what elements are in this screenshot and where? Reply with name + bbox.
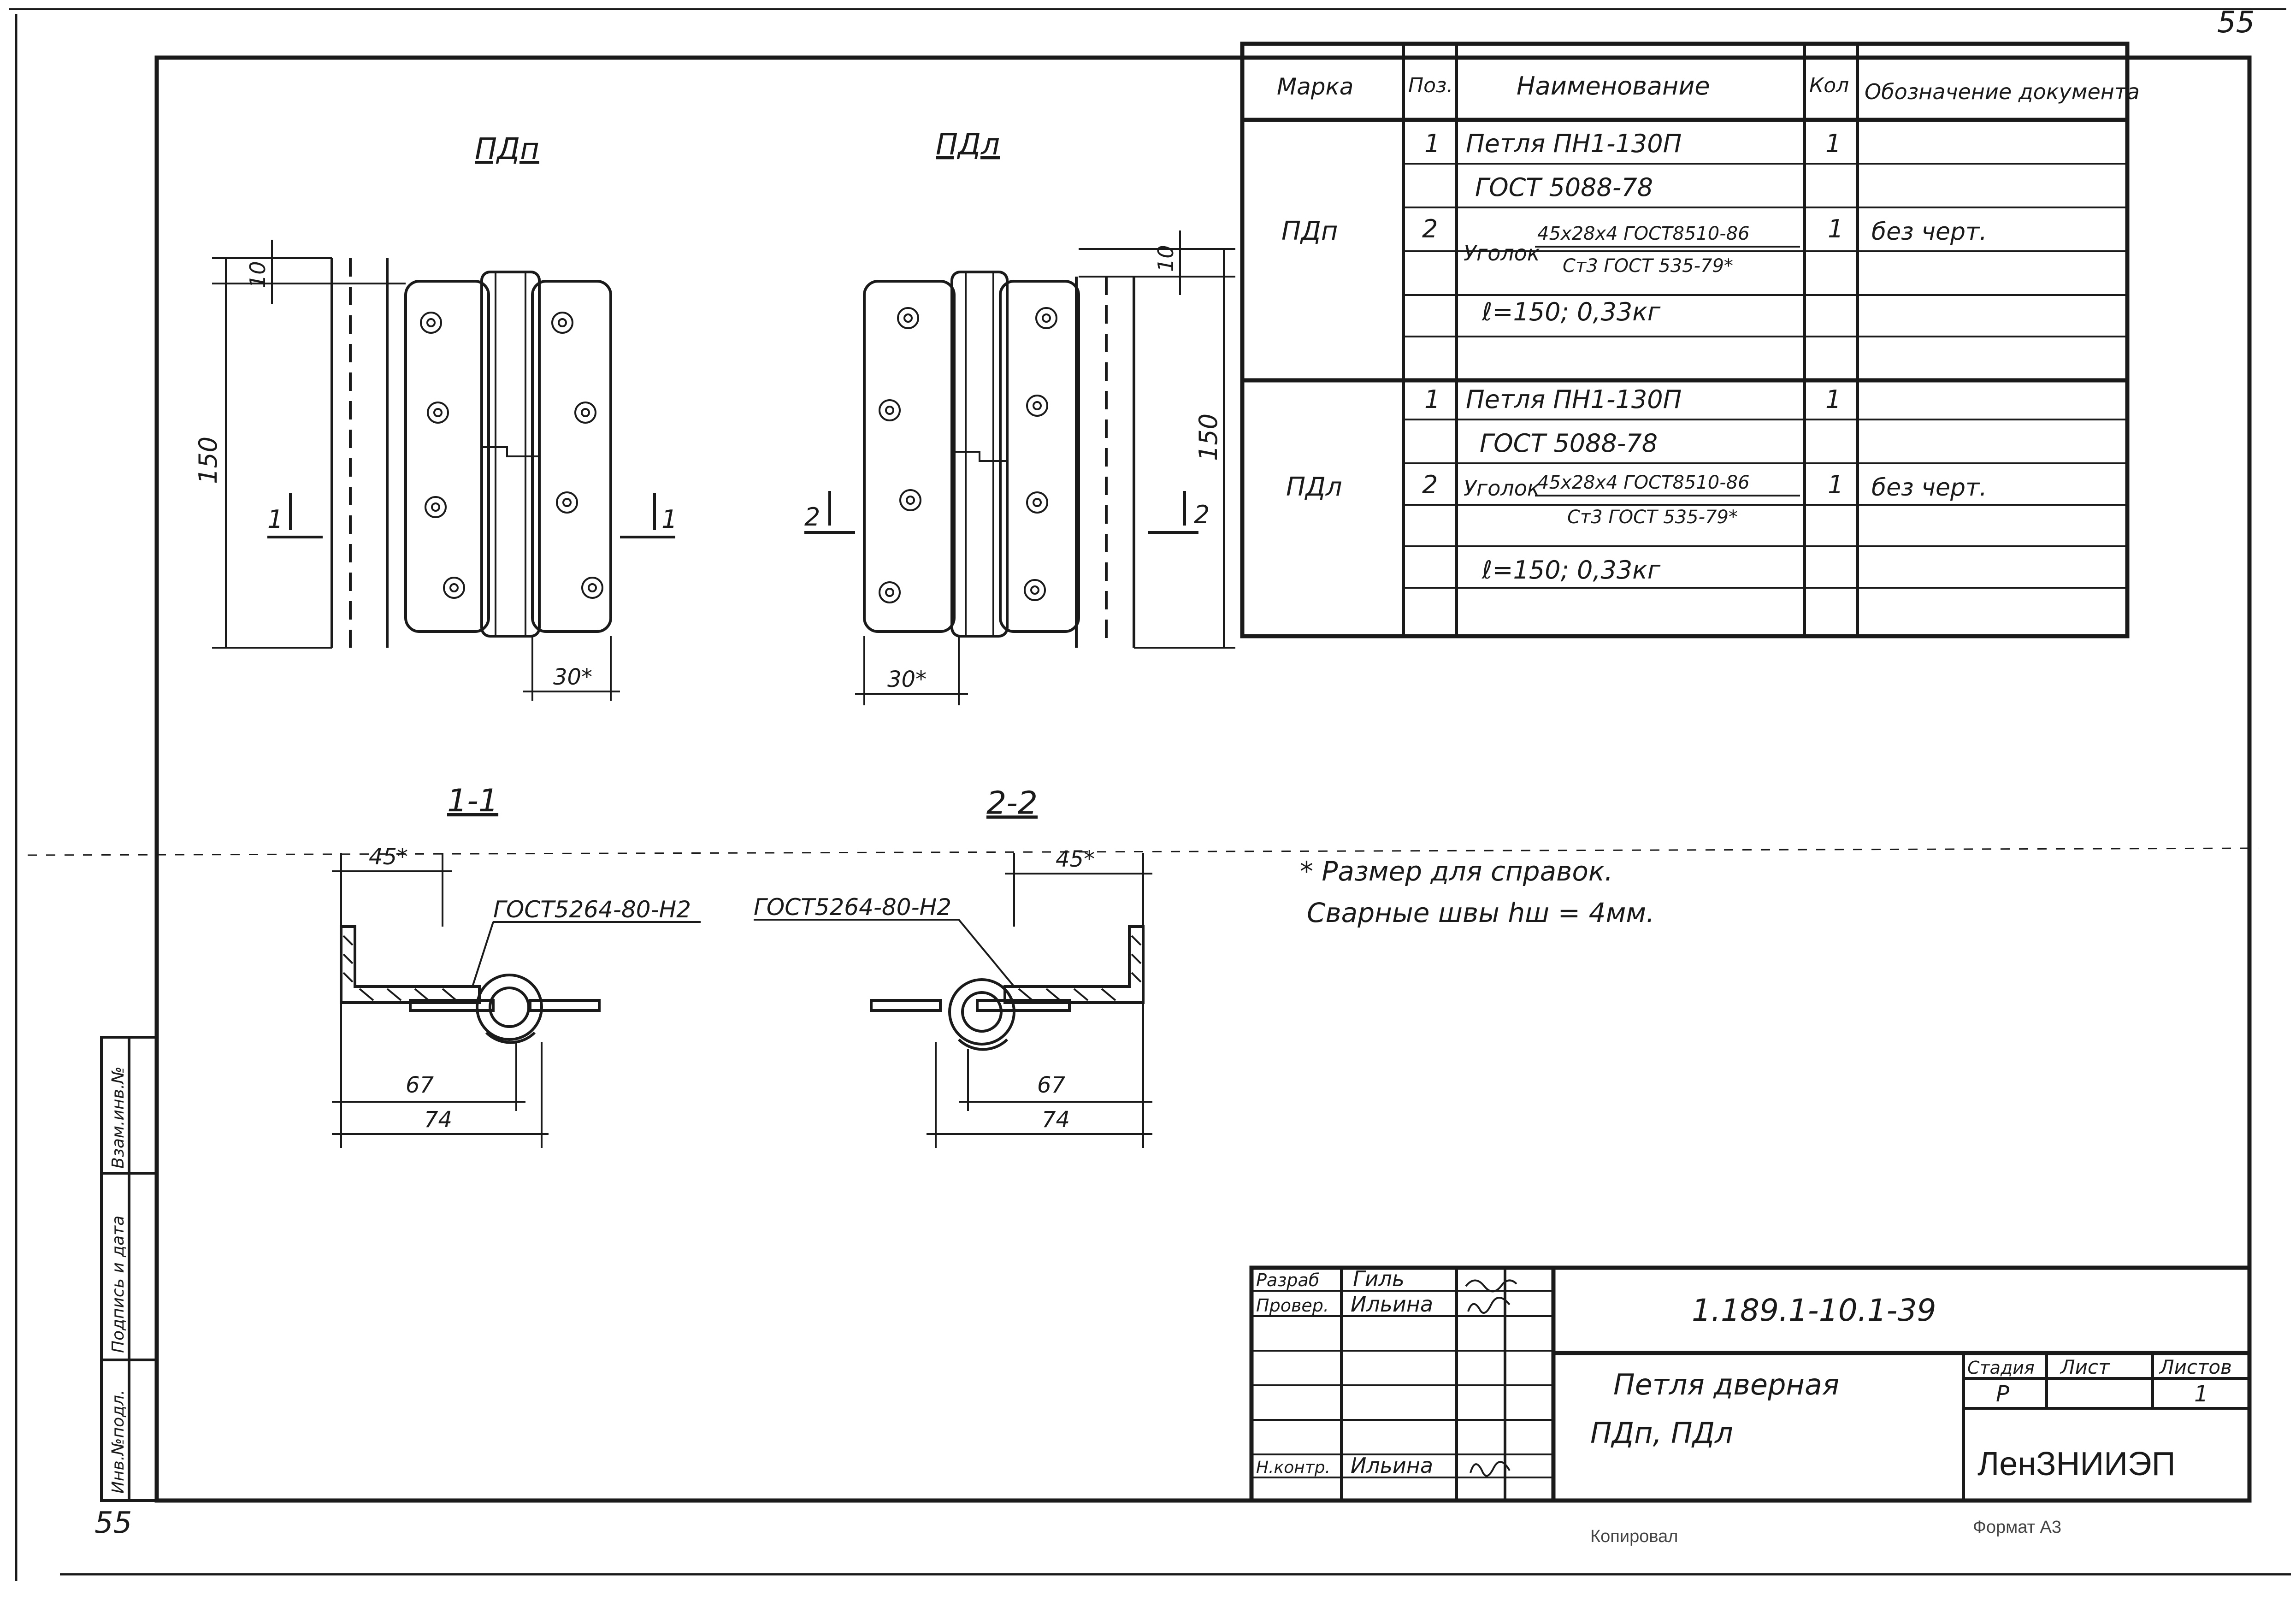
th-doc: Обозначение документа [1865, 79, 2140, 104]
g2-r2-name: ГОСТ 5088-78 [1480, 429, 1658, 458]
signature-2 [1467, 1297, 1511, 1314]
th-marka: Марка [1277, 73, 1353, 100]
g2-r3-doc: без черт. [1871, 474, 1987, 502]
g1-r3-top: 45x28x4 ГОСТ8510-86 [1537, 223, 1750, 244]
spec-table: Марка Поз. Наименование Кол Обозначение … [1240, 41, 2140, 638]
section-2-2: 2-2 45* ГОСТ5264-80-Н2 67 74 [754, 785, 1152, 1148]
g2-r3-kol: 1 [1828, 470, 1843, 499]
tb-title-line2: ПДп, ПДл [1590, 1416, 1733, 1450]
view-pdl: ПДл 10 150 30* 2 [804, 128, 1235, 705]
s2-weld: ГОСТ5264-80-Н2 [754, 894, 951, 921]
s1-weld: ГОСТ5264-80-Н2 [493, 896, 691, 923]
g2-r3-prefix: Уголок [1464, 476, 1540, 501]
s2-dim-74: 74 [1042, 1107, 1070, 1133]
g1-r1-kol: 1 [1825, 129, 1841, 158]
g2-marka: ПДл [1286, 472, 1342, 502]
g2-r1-kol: 1 [1825, 385, 1841, 414]
tb-doc-code: 1.189.1-10.1-39 [1692, 1293, 1936, 1328]
tb-razrab-name: Гиль [1353, 1266, 1405, 1291]
g1-r1-name: Петля ПН1-130П [1466, 129, 1682, 158]
side-stamp-inv: Инв.№подл. [109, 1390, 128, 1494]
sheet-frame [9, 8, 2291, 1581]
view-pdl-title: ПДл [936, 128, 1000, 162]
title-block: Разраб Гиль Провер. Ильина Н.контр. Ильи… [1249, 1265, 2252, 1503]
th-kol: Кол [1809, 74, 1849, 97]
s1-dim-45: 45* [369, 844, 408, 870]
g2-r3-bottom: Ст3 ГОСТ 535-79* [1567, 507, 1738, 528]
g1-r3-kol: 1 [1828, 214, 1843, 243]
cut1-right: 1 [661, 505, 677, 534]
g1-r3-bottom: Ст3 ГОСТ 535-79* [1563, 255, 1733, 277]
th-poz: Поз. [1408, 74, 1453, 97]
tb-nkontr-label: Н.контр. [1256, 1458, 1330, 1477]
s2-dim-45: 45* [1056, 846, 1095, 872]
page-number-top: 55 [2217, 6, 2255, 40]
th-name: Наименование [1517, 71, 1710, 100]
tb-stage-value: Р [1996, 1381, 2009, 1407]
g1-marka: ПДп [1281, 216, 1338, 246]
tb-sheets-value: 1 [2194, 1381, 2208, 1407]
g1-r3-doc: без черт. [1871, 218, 1987, 246]
cut1-left: 1 [267, 505, 283, 534]
g1-r2-name: ГОСТ 5088-78 [1475, 173, 1653, 202]
section2-title: 2-2 [986, 785, 1038, 821]
footer-format: Формат А3 [1973, 1518, 2061, 1537]
g2-r3-top: 45x28x4 ГОСТ8510-86 [1537, 472, 1750, 493]
g1-r1-poz: 1 [1424, 129, 1440, 158]
g2-r3-poz: 2 [1422, 470, 1438, 499]
section-1-1: 1-1 45* ГОСТ5264-80-Н2 67 74 [332, 783, 701, 1148]
tb-title-line1: Петля дверная [1613, 1368, 1839, 1401]
s1-dim-74: 74 [424, 1107, 452, 1133]
cut2-left: 2 [804, 502, 820, 532]
view-pdp-title: ПДп [475, 132, 539, 166]
dim-pdl-10: 10 [1153, 245, 1178, 272]
side-stamp-podpis: Подпись и дата [109, 1216, 128, 1353]
dim-pdp-150: 150 [194, 437, 223, 484]
signature-1 [1465, 1279, 1517, 1293]
dim-pdp-10: 10 [245, 261, 270, 288]
tb-sheet-label: Лист [2060, 1356, 2110, 1378]
note-line-1: * Размер для справок. [1300, 856, 1613, 887]
page-number-bottom: 55 [94, 1506, 132, 1540]
tb-nkontr-name: Ильина [1351, 1453, 1433, 1478]
dim-pdp-30: 30* [553, 664, 592, 690]
dim-pdl-150: 150 [1194, 414, 1223, 461]
g1-r3-poz: 2 [1422, 214, 1438, 243]
dim-pdl-30: 30* [887, 667, 927, 692]
side-stamp-vzam: Взам.инв.№ [109, 1066, 128, 1169]
note-line-2: Сварные швы hш = 4мм. [1307, 897, 1655, 928]
tb-sheets-label: Листов [2159, 1356, 2232, 1378]
view-pdp: ПДп 10 150 30* [194, 132, 677, 701]
signature-3 [1470, 1461, 1511, 1477]
tb-prover-name: Ильина [1351, 1292, 1433, 1317]
tb-razrab-label: Разраб [1256, 1270, 1319, 1290]
tb-stage-label: Стадия [1967, 1358, 2035, 1378]
g2-r1-poz: 1 [1424, 385, 1440, 414]
g2-r4-name: ℓ=150; 0,33кг [1481, 555, 1661, 585]
cut2-right: 2 [1194, 500, 1210, 529]
tb-prover-label: Провер. [1256, 1295, 1329, 1316]
g2-r1-name: Петля ПН1-130П [1466, 385, 1682, 414]
s1-dim-67: 67 [406, 1072, 434, 1098]
s2-dim-67: 67 [1037, 1072, 1066, 1098]
g1-r3-prefix: Уголок [1464, 241, 1540, 266]
tb-org: ЛенЗНИИЭП [1977, 1446, 2176, 1483]
footer-copied: Копировал [1590, 1527, 1678, 1546]
side-stamp: Взам.инв.№ Подпись и дата Инв.№подл. [100, 1036, 158, 1502]
section1-title: 1-1 [447, 783, 498, 819]
g1-r4-name: ℓ=150; 0,33кг [1481, 297, 1661, 326]
